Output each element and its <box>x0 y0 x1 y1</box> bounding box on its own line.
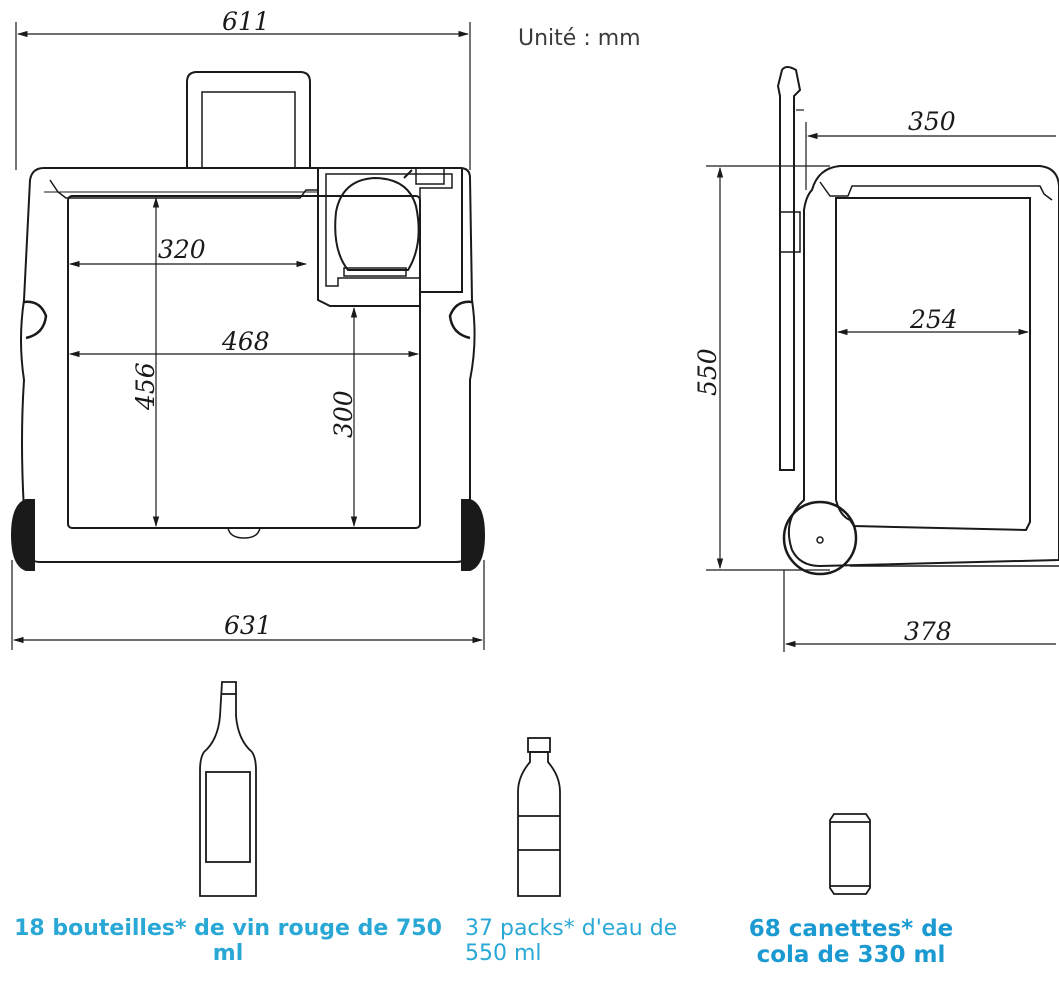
unit-label: Unité : mm <box>518 26 641 51</box>
front-body-outline <box>20 167 476 563</box>
dim-350: 350 <box>908 107 956 136</box>
capacity-label-wine: 18 bouteilles* de vin rouge de 750 ml <box>14 916 442 967</box>
dim-468: 468 <box>221 327 270 356</box>
capacity-label-water: 37 packs* d'eau de 550 ml <box>465 916 678 967</box>
dim-611: 611 <box>222 7 270 36</box>
side-dimensions <box>706 122 1056 652</box>
dim-550: 550 <box>693 348 722 396</box>
dim-320: 320 <box>158 235 206 264</box>
front-wheel-right <box>461 499 486 571</box>
side-body-outline <box>788 165 1059 568</box>
front-dimensions <box>11 22 485 650</box>
front-wheel-left <box>10 499 35 571</box>
dim-456: 456 <box>131 362 160 411</box>
front-cavity <box>67 195 421 529</box>
wine-bottle-icon <box>199 681 257 897</box>
side-cavity <box>835 197 1031 532</box>
soda-can-icon <box>829 813 871 895</box>
front-view <box>10 71 486 571</box>
dim-254: 254 <box>909 305 958 334</box>
compressor-compartment <box>317 168 463 307</box>
water-bottle-icon <box>517 737 561 897</box>
dim-631: 631 <box>224 611 272 640</box>
compressor <box>334 176 420 271</box>
dim-378: 378 <box>904 617 952 646</box>
capacity-label-cola: 68 canettes* de cola de 330 ml <box>748 916 954 969</box>
side-view <box>776 66 1059 576</box>
dim-300: 300 <box>329 390 358 438</box>
side-wheel <box>782 500 858 576</box>
side-handle <box>776 66 802 471</box>
front-handle <box>186 71 311 168</box>
